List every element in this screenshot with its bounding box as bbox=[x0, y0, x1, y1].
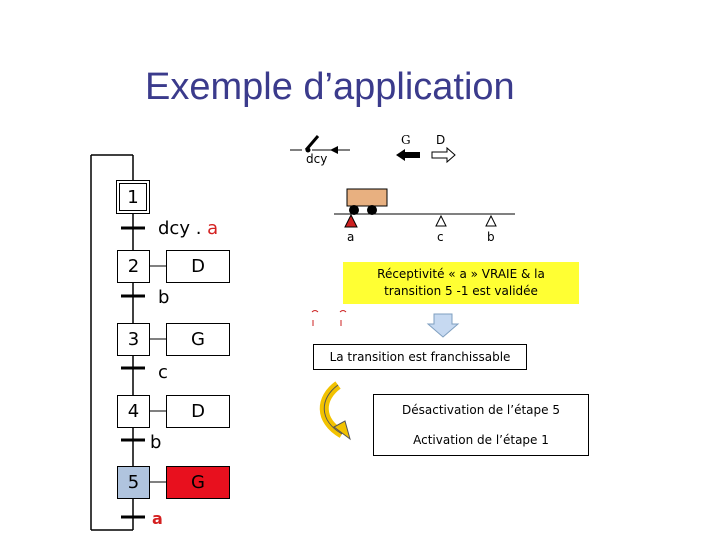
action-4-label: D bbox=[191, 401, 205, 422]
transition-3-label: c bbox=[158, 362, 168, 383]
transition-actions-box: Désactivation de l’étape 5 Activation de… bbox=[373, 394, 589, 456]
step-5: 5 bbox=[117, 466, 150, 499]
deactivation-text: Désactivation de l’étape 5 bbox=[402, 403, 560, 417]
transition-4-label: b bbox=[150, 432, 162, 453]
sensor-b-label: b bbox=[487, 230, 495, 244]
page-title: Exemple d’application bbox=[145, 66, 515, 108]
receptivity-note: Réceptivité « a » VRAIE & la transition … bbox=[343, 262, 579, 304]
action-2: D bbox=[166, 250, 230, 283]
step-3-number: 3 bbox=[127, 329, 140, 350]
transition-1-variable: a bbox=[207, 218, 219, 239]
wagon bbox=[346, 188, 388, 207]
step-4: 4 bbox=[117, 395, 150, 428]
transition-2-label: b bbox=[158, 287, 170, 308]
sensor-c-icon bbox=[435, 214, 447, 227]
action-5: G bbox=[166, 466, 230, 499]
action-5-label: G bbox=[191, 472, 205, 493]
crossable-note: La transition est franchissable bbox=[313, 344, 527, 370]
action-4: D bbox=[166, 395, 230, 428]
arrow-right-icon bbox=[431, 146, 456, 164]
down-arrow-icon bbox=[426, 313, 460, 338]
step-2-number: 2 bbox=[127, 256, 140, 277]
step-1-number: 1 bbox=[127, 186, 139, 208]
action-2-label: D bbox=[191, 256, 205, 277]
activation-text: Activation de l’étape 1 bbox=[413, 433, 549, 447]
step-2: 2 bbox=[117, 250, 150, 283]
step-4-number: 4 bbox=[127, 401, 140, 422]
step-1: 1 bbox=[116, 180, 150, 214]
sensor-b-icon bbox=[485, 214, 497, 227]
transition-1-prefix: dcy . bbox=[158, 218, 208, 239]
direction-right-label: D bbox=[436, 133, 446, 147]
arrow-left-icon bbox=[396, 149, 420, 161]
action-3-label: G bbox=[191, 329, 205, 350]
transition-5-label: a bbox=[152, 509, 163, 528]
step-5-number: 5 bbox=[127, 472, 140, 493]
action-3: G bbox=[166, 323, 230, 356]
direction-left-label: G bbox=[401, 133, 411, 147]
sensor-c-label: c bbox=[437, 230, 444, 244]
sensor-a-icon bbox=[344, 213, 358, 228]
transition-1-label: dcy . a bbox=[158, 218, 218, 239]
sensor-a-label: a bbox=[347, 230, 355, 244]
step-3: 3 bbox=[117, 323, 150, 356]
switch-label: dcy bbox=[306, 152, 328, 166]
